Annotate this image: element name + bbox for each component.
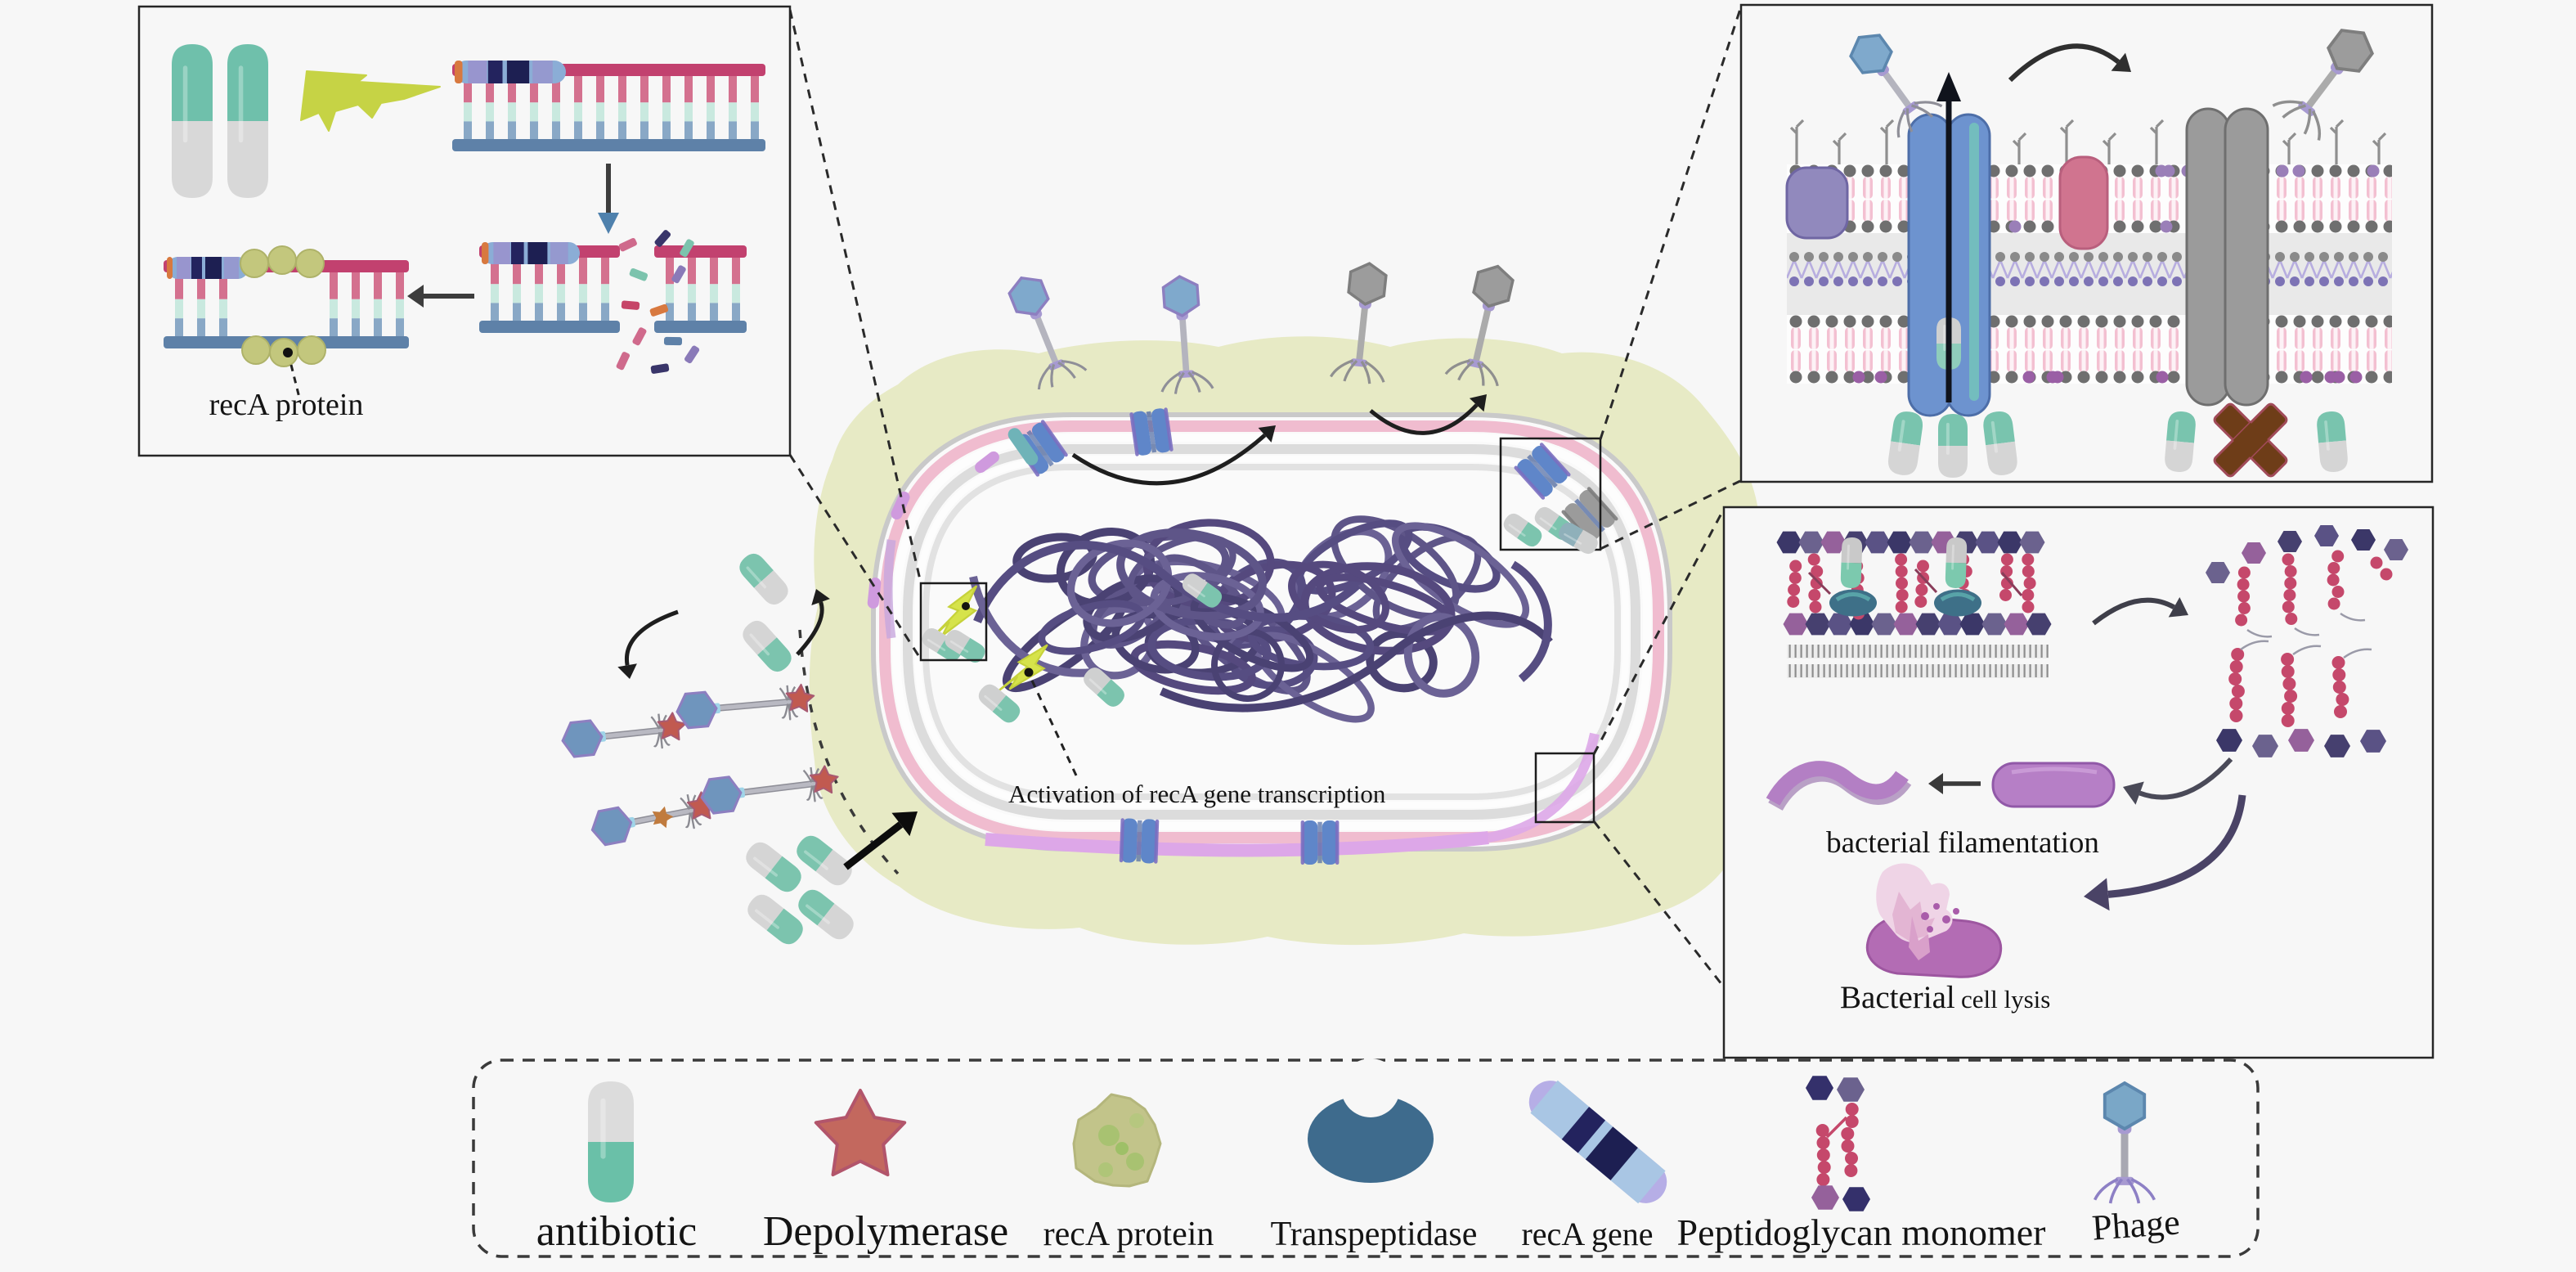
svg-text:Transpeptidase: Transpeptidase <box>1271 1216 1478 1253</box>
svg-text:Phage: Phage <box>2090 1202 2181 1247</box>
svg-text:cell lysis: cell lysis <box>1961 985 2050 1014</box>
svg-text:recA gene: recA gene <box>1521 1216 1653 1252</box>
svg-text:Depolymerase: Depolymerase <box>763 1208 1008 1255</box>
svg-text:bacterial filamentation: bacterial filamentation <box>1826 826 2099 860</box>
svg-text:Activation of recA gene transc: Activation of recA gene transcription <box>1008 780 1386 808</box>
svg-text:Peptidoglycan monomer: Peptidoglycan monomer <box>1677 1211 2046 1253</box>
svg-text:antibiotic: antibiotic <box>536 1208 697 1255</box>
svg-text:Bacterial: Bacterial <box>1840 980 1955 1015</box>
svg-text:recA protein: recA protein <box>209 388 364 422</box>
svg-text:recA protein: recA protein <box>1043 1216 1214 1253</box>
